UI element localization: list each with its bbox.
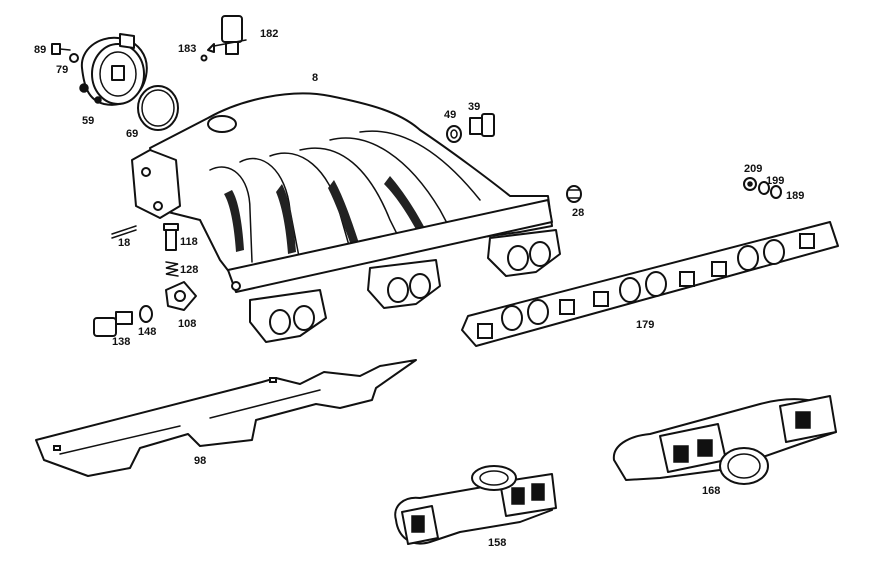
callout-59: 59	[82, 115, 94, 127]
o-ring-183	[200, 54, 208, 62]
callout-183: 183	[178, 43, 196, 55]
callout-209: 209	[744, 163, 762, 175]
exhaust-manifold-158	[394, 465, 557, 545]
callout-118: 118	[180, 236, 198, 248]
callout-98: 98	[194, 455, 206, 467]
nut-209	[743, 177, 757, 191]
callout-39: 39	[468, 101, 480, 113]
washer-199	[758, 181, 770, 195]
washer-79	[69, 53, 79, 63]
callout-8: 8	[312, 72, 318, 84]
callout-158: 158	[488, 537, 506, 549]
banjo-bolt-138	[93, 311, 133, 337]
callout-18: 18	[118, 237, 130, 249]
washer-148	[139, 305, 153, 323]
washer-49	[446, 125, 462, 143]
callout-108: 108	[178, 318, 196, 330]
plug-28	[566, 185, 582, 203]
callout-199: 199	[766, 175, 784, 187]
banjo-fitting-108	[165, 281, 197, 311]
exhaust-manifold-168	[612, 395, 837, 485]
callout-89: 89	[34, 44, 46, 56]
callout-182: 182	[260, 28, 278, 40]
washer-189	[770, 185, 782, 199]
callout-189: 189	[786, 190, 804, 202]
stud-18	[111, 225, 137, 239]
fitting-39	[469, 113, 495, 137]
callout-69: 69	[126, 128, 138, 140]
callout-138: 138	[112, 336, 130, 348]
callout-28: 28	[572, 207, 584, 219]
intake-manifold-8	[131, 92, 561, 343]
gasket-179	[461, 221, 839, 347]
heat-shield-98	[35, 359, 417, 477]
sensor-182	[207, 15, 247, 55]
o-ring-69	[137, 85, 179, 131]
pin-118	[163, 223, 179, 251]
callout-79: 79	[56, 64, 68, 76]
screw-89	[51, 43, 71, 55]
callout-179: 179	[636, 319, 654, 331]
callout-148: 148	[138, 326, 156, 338]
spring-128	[165, 261, 179, 277]
callout-128: 128	[180, 264, 198, 276]
callout-49: 49	[444, 109, 456, 121]
callout-168: 168	[702, 485, 720, 497]
thermostat-housing-59	[79, 33, 148, 106]
